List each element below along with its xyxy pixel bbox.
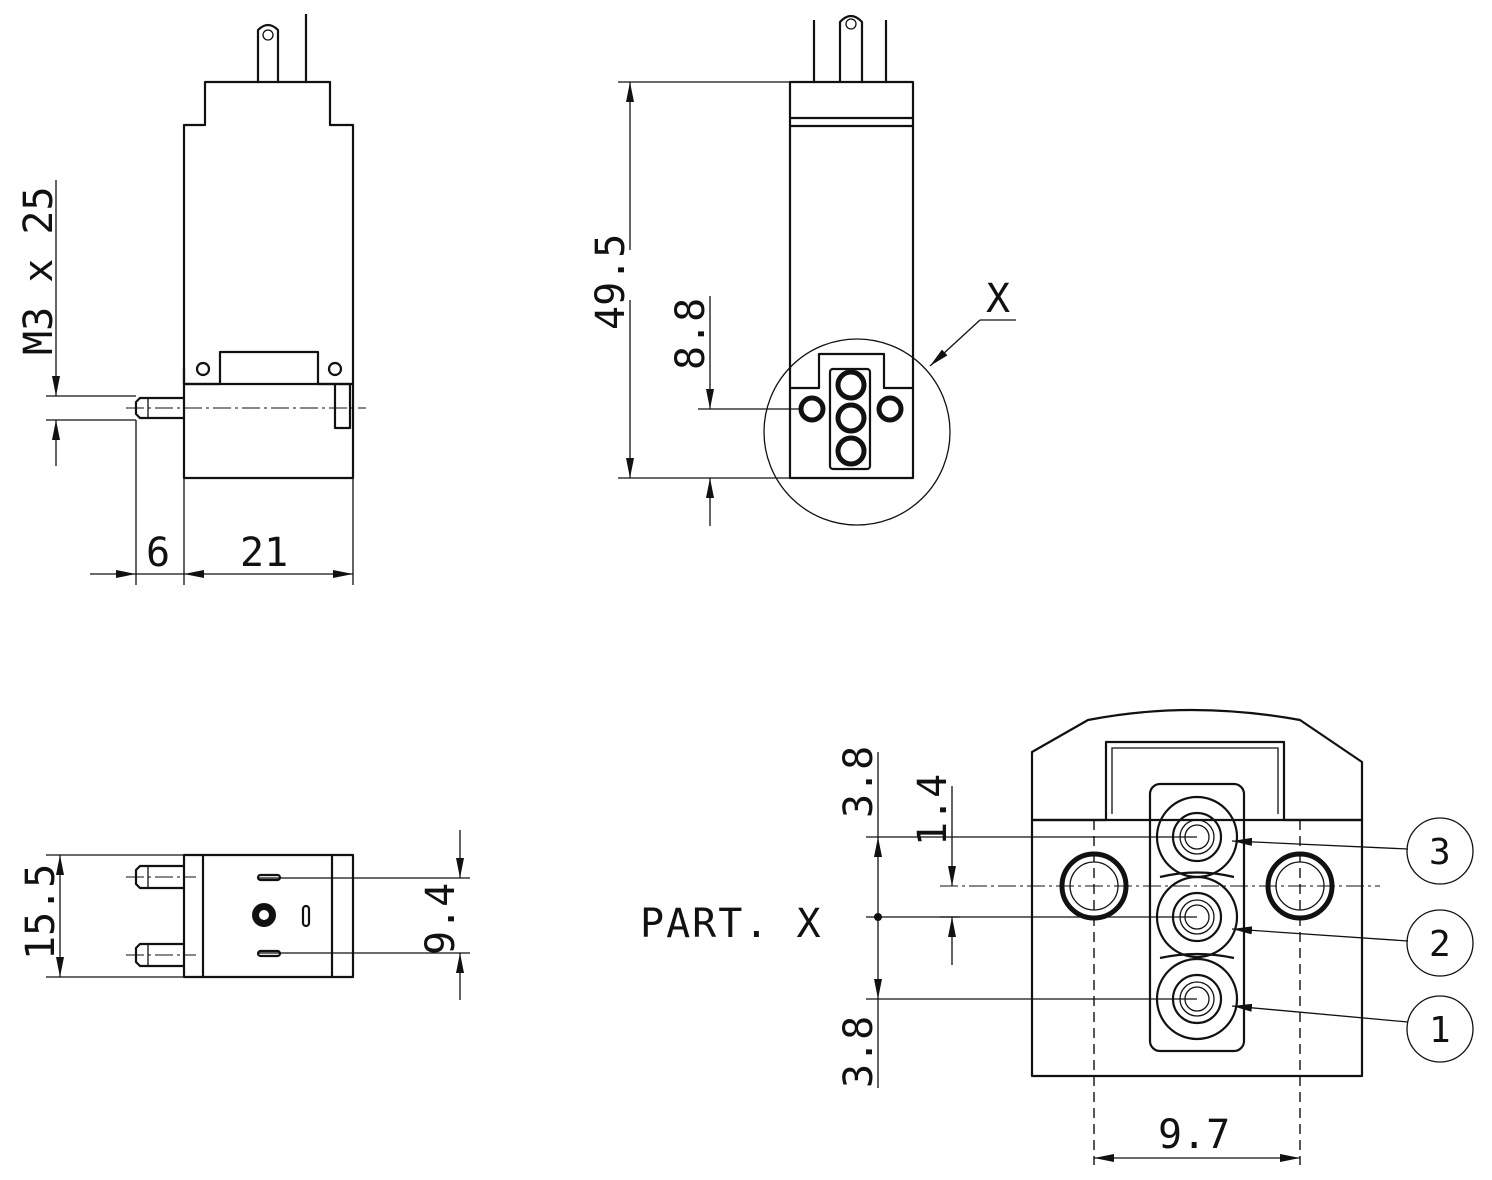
front-connector-outline: [790, 352, 913, 390]
dim-49-5: 49.5: [588, 234, 634, 330]
detail-circle-x: [763, 338, 951, 526]
front-terminal: [838, 14, 864, 82]
balloon-1: 1: [1406, 995, 1474, 1063]
detail-label-x: X: [986, 276, 1010, 322]
dim-8-8: 8.8: [668, 298, 714, 370]
side-screw-hole-left: [195, 361, 211, 377]
side-terminal: [256, 23, 280, 82]
dim-15-5: 15.5: [18, 864, 64, 960]
detail-body-outline: [1030, 708, 1364, 1078]
dim-9-4: 9.4: [418, 883, 464, 955]
thread-label: M3 x 25: [16, 186, 62, 355]
front-connector: [828, 367, 872, 471]
balloon-2-label: 2: [1429, 924, 1451, 965]
side-notch: [333, 384, 352, 430]
balloon-3-label: 3: [1429, 832, 1451, 873]
detail-title: PART. X: [640, 901, 823, 947]
front-view: X 49.5 8.8: [588, 14, 1016, 526]
front-body-outline: [788, 80, 915, 480]
dim-21: 21: [240, 530, 288, 576]
balloon-1-label: 1: [1429, 1010, 1451, 1051]
top-body-outline: [182, 853, 355, 979]
dim-9-7: 9.7: [1158, 1112, 1230, 1158]
balloon-2: 2: [1406, 909, 1474, 977]
dim-3-8-lower: 3.8: [836, 1016, 882, 1088]
dim-6: 6: [146, 530, 170, 576]
balloon-3: 3: [1406, 817, 1474, 885]
front-hole-left: [798, 395, 826, 423]
front-hole-right: [876, 395, 904, 423]
top-view: 15.5 9.4: [18, 830, 470, 1000]
terminal-hole: [262, 29, 274, 41]
dim-1-4: 1.4: [910, 774, 956, 846]
dim-3-8-upper: 3.8: [836, 746, 882, 818]
detail-view: PART. X: [640, 708, 1474, 1165]
side-screw-hole-right: [327, 361, 343, 377]
side-view: M3 x 25 6 21: [16, 14, 366, 585]
side-body-outline: [182, 80, 355, 480]
